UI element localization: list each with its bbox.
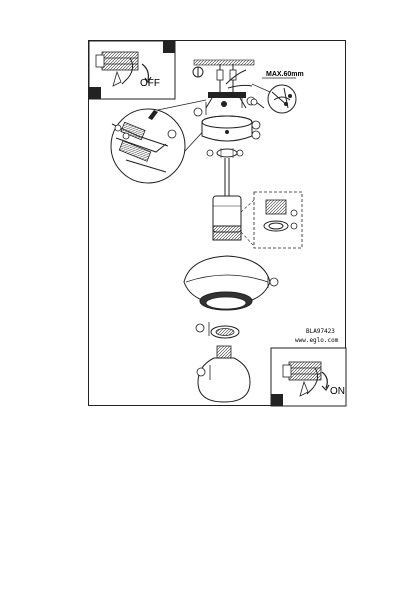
model-code: BLA97423	[306, 328, 335, 335]
corner-marker-icon	[89, 87, 101, 99]
bulb-icon	[196, 345, 251, 403]
retaining-ring	[195, 322, 240, 339]
terminal-block-detail	[110, 99, 209, 184]
no-power-switch-icon	[95, 51, 152, 87]
switch-off-inset: OFF	[88, 40, 176, 100]
corner-marker-icon	[271, 394, 283, 406]
ceiling-mount	[192, 59, 256, 117]
max-length-detail: MAX.60mm	[250, 71, 304, 114]
lamp-shade	[183, 255, 279, 311]
switch-on-inset: ON	[270, 347, 347, 407]
max-length-label: MAX.60mm	[266, 71, 304, 78]
corner-marker-icon	[163, 41, 175, 53]
switch-on-label: ON	[330, 386, 345, 397]
switch-off-label: OFF	[140, 78, 160, 89]
lamp-holder	[212, 195, 242, 241]
website: www.eglo.com	[295, 337, 339, 344]
screwdriver-icon	[111, 110, 169, 173]
cable-grip	[206, 148, 244, 158]
power-switch-icon	[282, 361, 330, 397]
holder-ring-detail	[240, 191, 303, 249]
canopy	[201, 115, 261, 142]
